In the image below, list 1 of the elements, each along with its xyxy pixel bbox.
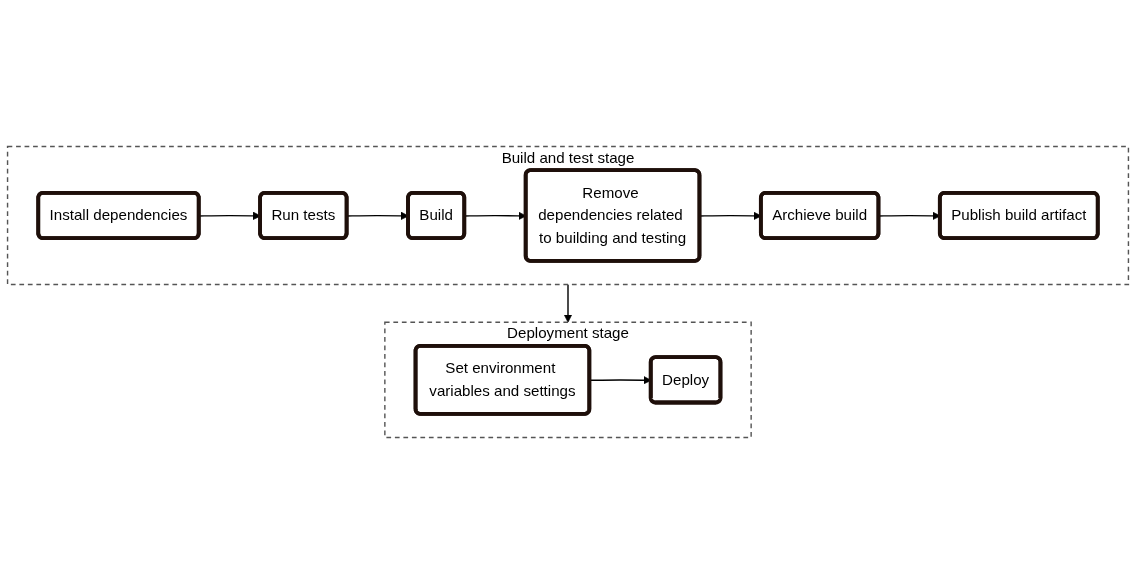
arrow	[563, 283, 573, 323]
